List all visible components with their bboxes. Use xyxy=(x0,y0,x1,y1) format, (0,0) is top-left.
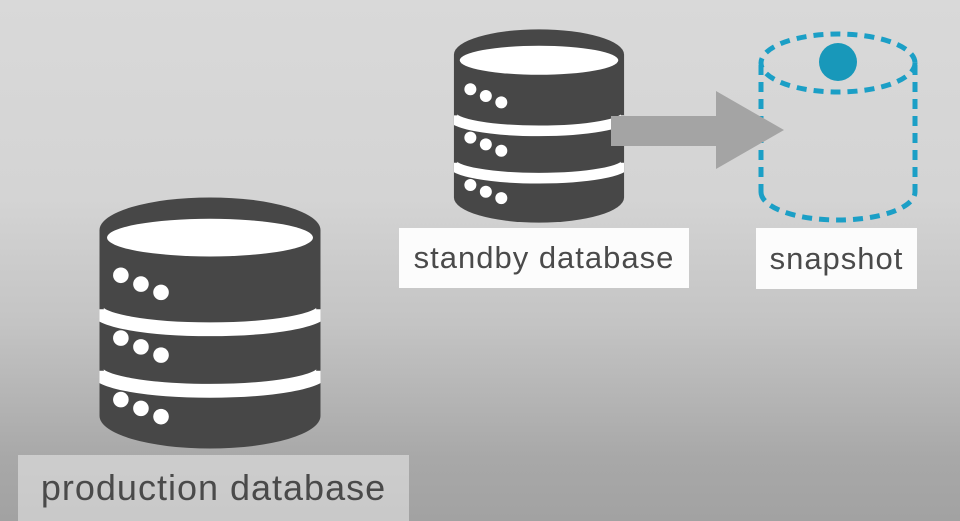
standby-database-label: standby database xyxy=(399,228,689,288)
standby-database-label-text: standby database xyxy=(413,240,675,275)
production-database-label: production database xyxy=(18,455,409,521)
standby-database-icon xyxy=(452,29,626,223)
arrow-right-icon xyxy=(611,91,784,169)
snapshot-cylinder-icon xyxy=(758,31,918,223)
production-database-label-text: production database xyxy=(40,467,387,508)
snapshot-dot-icon xyxy=(819,43,857,81)
snapshot-label: snapshot xyxy=(756,228,917,289)
snapshot-label-text: snapshot xyxy=(769,240,904,276)
production-database-icon xyxy=(97,197,323,449)
